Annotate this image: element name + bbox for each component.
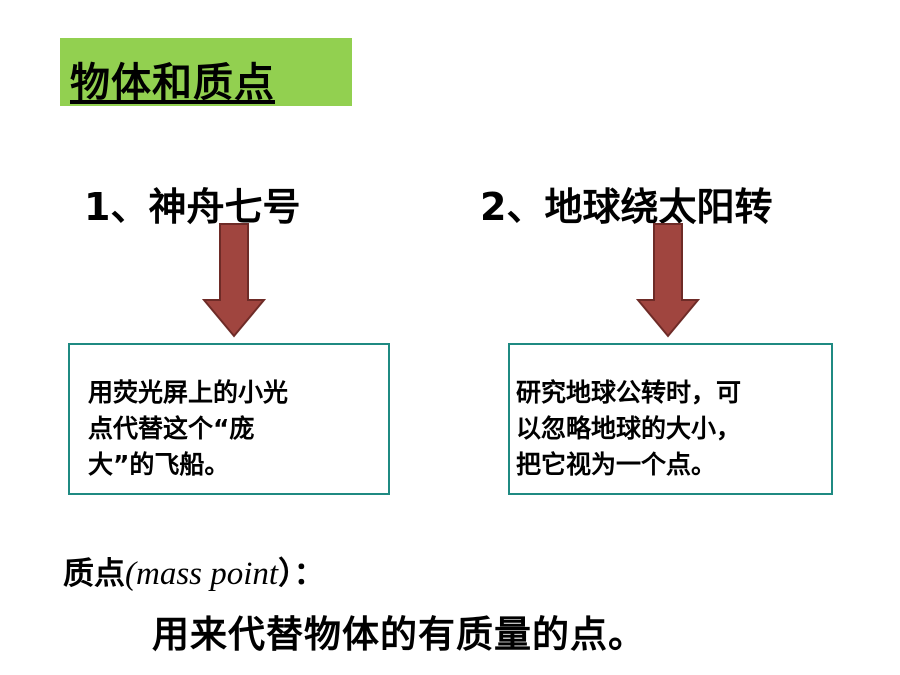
note-1-line-2: 点代替这个“庞 xyxy=(88,414,255,443)
note-1-line-3: 大”的飞船。 xyxy=(88,450,230,479)
note-box-2: 研究地球公转时，可 以忽略地球的大小， 把它视为一个点。 xyxy=(508,343,833,495)
definition-term: 质点 xyxy=(63,556,125,592)
note-2-line-1: 研究地球公转时，可 xyxy=(516,378,742,407)
note-2-line-3: 把它视为一个点。 xyxy=(516,450,717,479)
note-2-line-2: 以忽略地球的大小， xyxy=(516,414,742,443)
title-banner: 物体和质点 xyxy=(60,38,352,106)
definition-english: (mass point xyxy=(125,556,279,592)
down-arrow-icon xyxy=(636,223,700,338)
case-1-label: 1、神舟七号 xyxy=(84,185,301,229)
definition-text: 用来代替物体的有质量的点。 xyxy=(152,613,646,656)
page-title: 物体和质点 xyxy=(70,60,275,106)
definition-colon: ）： xyxy=(278,556,325,592)
case-2-label: 2、地球绕太阳转 xyxy=(480,185,773,229)
definition-heading: 质点(mass point）： xyxy=(63,548,325,593)
note-box-1: 用荧光屏上的小光 点代替这个“庞 大”的飞船。 xyxy=(68,343,390,495)
note-1-line-1: 用荧光屏上的小光 xyxy=(88,378,289,407)
down-arrow-icon xyxy=(202,223,266,338)
